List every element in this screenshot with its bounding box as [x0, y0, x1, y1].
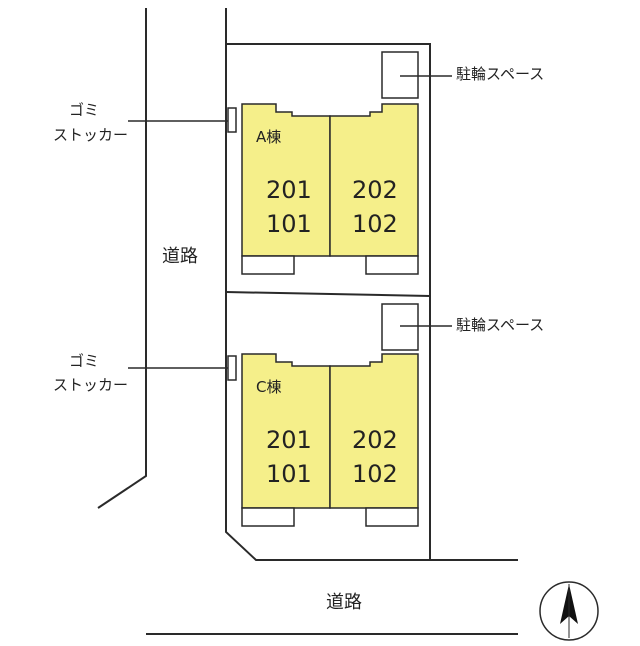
- bicycle-label-upper: 駐輪スペース: [456, 65, 545, 83]
- building-c-unit-101: 101: [266, 460, 312, 488]
- building-a-porch-right: [365, 255, 419, 275]
- building-a-name: A棟: [256, 128, 282, 146]
- road-edge-inner: [225, 8, 518, 561]
- garbage-stocker-lower: [227, 355, 237, 381]
- building-c-unit-202: 202: [352, 426, 398, 454]
- building-a-unit-202: 202: [352, 176, 398, 204]
- site-boundary: [226, 43, 431, 560]
- building-a: [241, 103, 419, 275]
- garbage-label-upper-line2: ストッカー: [52, 126, 128, 144]
- building-c-porch-right: [365, 507, 419, 527]
- building-c-unit-right: [329, 353, 419, 509]
- road-label-left: 道路: [162, 246, 198, 267]
- bicycle-label-lower: 駐輪スペース: [456, 316, 545, 334]
- building-c-unit-102: 102: [352, 460, 398, 488]
- building-a-unit-101: 101: [266, 210, 312, 238]
- bicycle-space-lower: [381, 303, 419, 351]
- road-edge-left: [97, 8, 147, 509]
- building-c-name: C棟: [256, 378, 282, 396]
- garbage-stocker-upper: [227, 107, 237, 133]
- north-arrow-icon: [538, 580, 600, 642]
- building-c: [241, 353, 419, 527]
- garbage-label-lower-line2: ストッカー: [52, 376, 128, 394]
- building-a-porch-left: [241, 255, 295, 275]
- building-a-unit-102: 102: [352, 210, 398, 238]
- building-c-unit-201: 201: [266, 426, 312, 454]
- lot-divider: [225, 291, 431, 297]
- bicycle-space-upper: [381, 51, 419, 99]
- garbage-label-lower-line1: ゴミ: [68, 352, 99, 370]
- garbage-label-upper-line1: ゴミ: [68, 101, 99, 119]
- building-c-porch-left: [241, 507, 295, 527]
- building-a-unit-right: [329, 103, 419, 257]
- road-label-bottom: 道路: [326, 592, 362, 613]
- building-a-unit-201: 201: [266, 176, 312, 204]
